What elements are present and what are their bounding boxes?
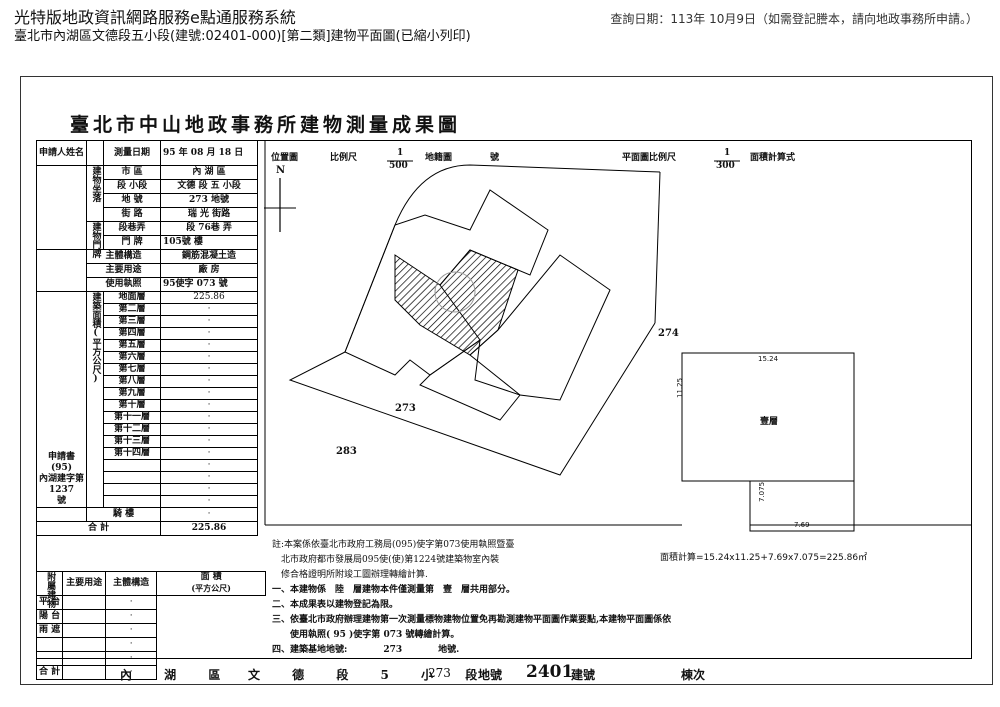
notes-block: 註:本案係依臺北市政府工務局(095)使字第073使用執照暨臺 北市政府都市發展… [272,538,671,658]
note-line: 二、本成果表以建物登記為限。 [272,600,399,610]
annex-table: 附屬建物 主要用途 主體構造 面 積(平方公尺) 平 台·陽 台·雨 遮···合… [35,571,267,680]
location-map-label: 位置圖 [271,153,299,163]
plan-right-dim: 7.075 [758,481,766,502]
footer-lot: 273 [428,666,451,680]
annex-row-use: 平 台 [35,595,64,610]
note-line: 修合格證明所附竣工圖辦理轉繪計算. [272,570,428,580]
footer-building-label: 建號 [571,668,596,682]
total-label: 合 計 [35,521,162,536]
footer-district: 內 湖 區 [120,668,235,682]
adjacent-building-2 [469,254,611,401]
survey-date: 95 年 08 月 18 日 [160,140,259,166]
footer-building-no: 2401 [526,662,574,682]
plan-top-dim: 15.24 [758,355,779,363]
document-frame [20,76,993,685]
scale-label: 比例尺 [330,153,358,163]
document-subtitle: 臺北市內湖區文德段五小段(建號:02401-000)[第二類]建物平面圖(已縮小… [14,29,471,44]
area-calc-label: 面積計算式 [750,153,796,163]
plan-bottom-dim: 7.69 [794,521,810,529]
application-no-line: 1237 [48,485,75,495]
footer-row: 內 湖 區 文 德 段 5 小 段 273 地號 2401 建號 棟次 [36,662,972,684]
plan-scale-numerator: 1 [724,148,731,158]
use-value: 廠 房 [160,263,259,278]
annex-row-use: 合 計 [35,665,64,680]
annex-row-area: · [105,665,158,680]
note-line: 一、本建物係 陸 層建物本件僅測量第 壹 層共用部分。 [272,585,516,595]
plan-floor-label: 壹層 [760,417,779,427]
application-label: 申請書 [48,452,76,462]
scale-denominator: 500 [389,161,408,171]
note-line: 三、依臺北市政府辦理建物第一次測量標物建物位置免再勘測建物平面圖作業要點,本建物… [272,615,672,625]
area-formula: 面積計算=15.24x11.25+7.69x7.075=225.86㎡ [660,553,868,563]
cadastral-label: 地籍圖 [425,153,453,163]
plan-left-dim: 11.25 [676,377,684,398]
lot-boundary [288,322,656,476]
note-line: 使用執照( 95 )使字第 073 號轉繪計算。 [272,630,460,640]
note-line: 北市政府都市發展局095使(使)第1224號建築物室內裝 [272,555,500,565]
subject-building-hatched [394,249,519,356]
scale-numerator: 1 [397,148,404,158]
total-value: 225.86 [160,521,259,536]
footer-unit-label: 棟次 [681,668,706,682]
road-boundary [344,164,661,353]
footer-section: 文 德 段 5 小 段 [248,668,492,682]
lot-274-label: 274 [658,328,679,339]
survey-form-table: 申請人姓名 測量日期 95 年 08 月 18 日 建物坐落 市 區 內 湖 區… [35,140,259,536]
note-line: 四、建築基地地號: 273 地號. [272,645,460,655]
app-title: 光特版地政資訊網路服務e點通服務系統 [14,8,296,27]
annex-label: 附屬建物 [35,571,64,608]
map-no-label: 號 [490,153,500,163]
application-no-line: 內湖建字第 [39,474,85,484]
plan-scale-denominator: 300 [716,161,735,171]
lot-273-label: 273 [395,403,416,414]
application-no-line: 號 [57,496,67,506]
query-date: 查詢日期：113年 10月9日（如需登記謄本，請向地政事務所申請。） [610,12,978,26]
north-arrow-icon: N [276,165,286,176]
lot-283-label: 283 [336,446,357,457]
footer-lot-label: 地號 [478,668,503,682]
annex-use-header: 主要用途 [62,571,107,596]
application-no-line: (95) [50,463,73,473]
document-title: 臺北市中山地政事務所建物測量成果圖 [70,114,462,136]
plan-scale-label: 平面圖比例尺 [622,153,677,163]
note-line: 註:本案係依臺北市政府工務局(095)使字第073使用執照暨臺 [272,540,515,550]
watermark-seal [434,271,476,313]
annex-area-header: 面 積(平方公尺) [156,571,267,596]
